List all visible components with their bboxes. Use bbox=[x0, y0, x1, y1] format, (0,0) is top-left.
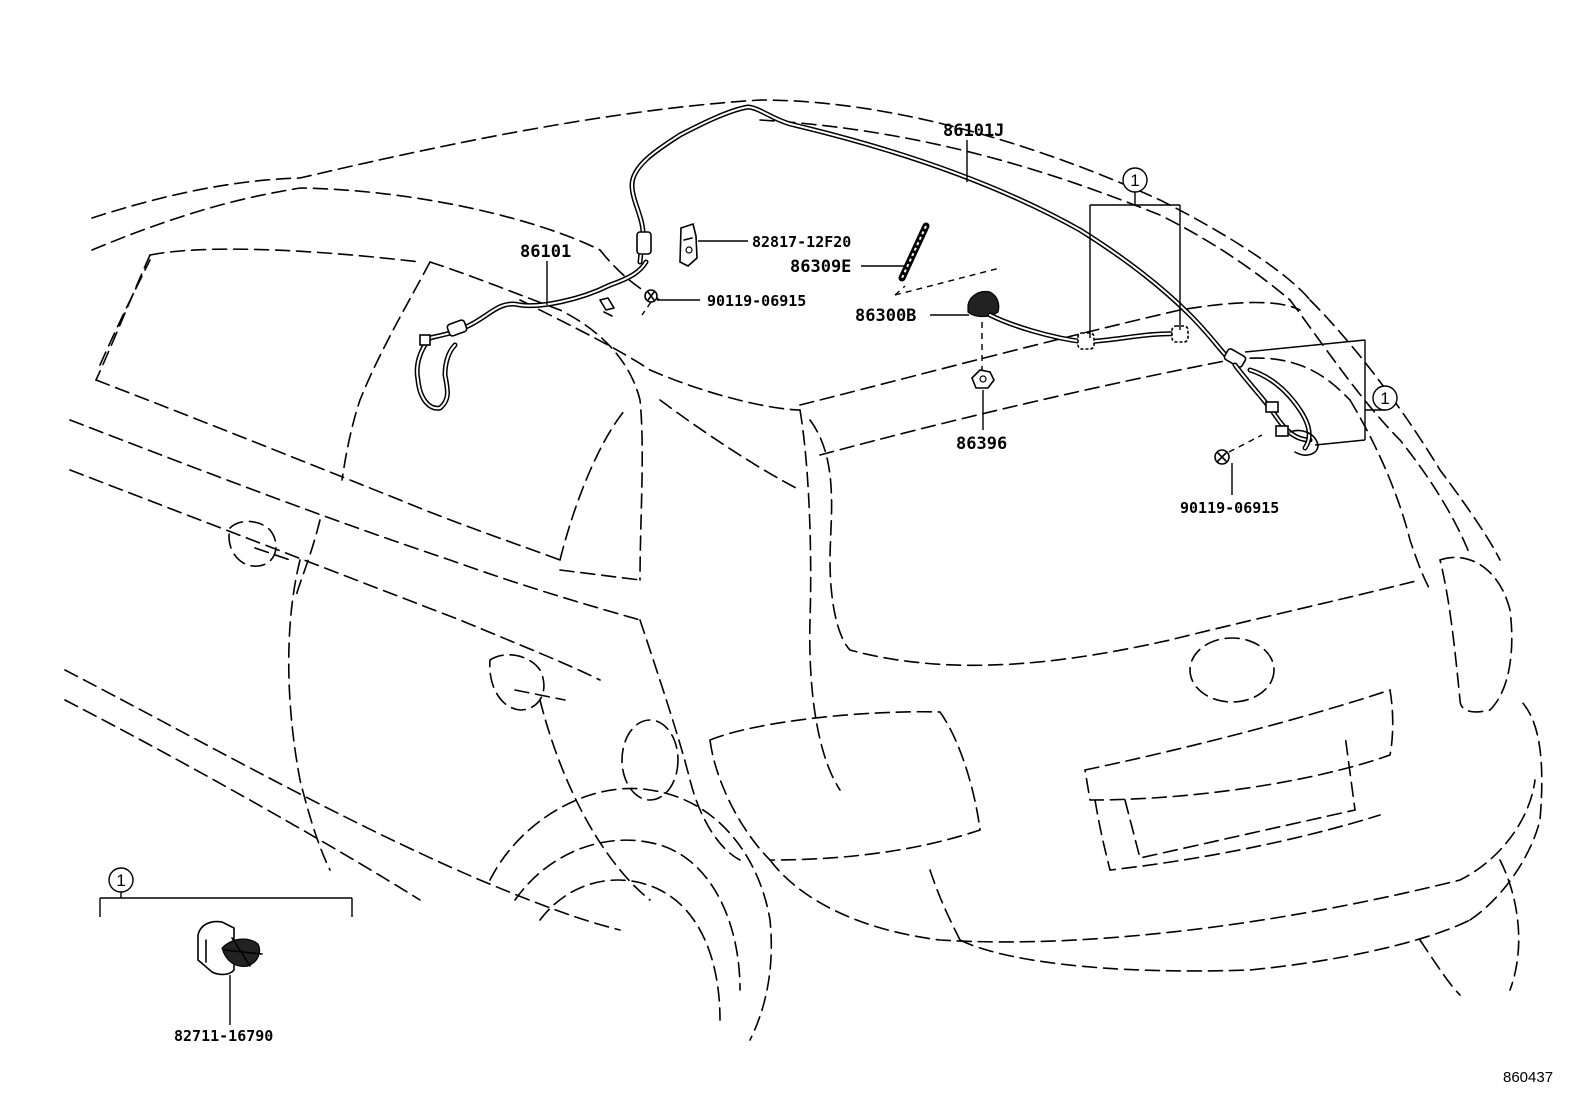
label-86309e: 86309E bbox=[790, 257, 851, 277]
antenna-base-part bbox=[967, 290, 1189, 375]
clip-top-part bbox=[641, 289, 658, 316]
label-86101j: 86101J bbox=[943, 121, 1004, 141]
clamp-bracket-part bbox=[679, 222, 698, 267]
callout-top-label: 1 bbox=[1130, 171, 1139, 190]
antenna-nut-part bbox=[971, 369, 995, 389]
callout-detail-label: 1 bbox=[116, 871, 125, 890]
label-82711-16790: 82711-16790 bbox=[174, 1027, 273, 1045]
leader-lines bbox=[99, 140, 1385, 1025]
clip-right-part bbox=[1214, 434, 1263, 465]
label-82817-12f20: 82817-12F20 bbox=[752, 233, 851, 251]
callout-right-label: 1 bbox=[1380, 389, 1389, 408]
callout-top: 1 bbox=[1122, 167, 1148, 193]
label-86101: 86101 bbox=[520, 242, 571, 262]
label-90119-top: 90119-06915 bbox=[707, 292, 806, 310]
diagram-code: 860437 bbox=[1503, 1069, 1553, 1086]
antenna-cord-86101 bbox=[414, 259, 649, 411]
antenna-cord-86101j bbox=[629, 104, 1319, 456]
label-86396: 86396 bbox=[956, 434, 1007, 454]
label-86300b: 86300B bbox=[855, 306, 916, 326]
callout-right: 1 bbox=[1372, 385, 1398, 411]
antenna-pole-part bbox=[894, 222, 1001, 296]
callout-detail: 1 bbox=[108, 867, 134, 893]
label-90119-right: 90119-06915 bbox=[1180, 499, 1279, 517]
clamp-detail-part bbox=[197, 920, 263, 976]
